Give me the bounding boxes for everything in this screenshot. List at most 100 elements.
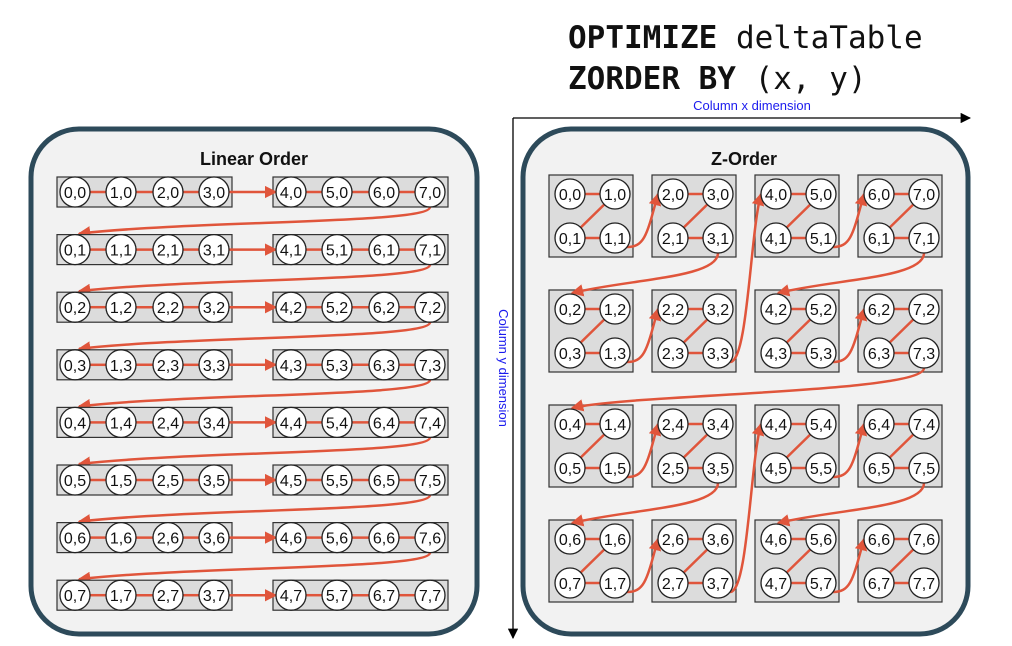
cell-7-7: [908, 567, 940, 599]
cell-5-6: [321, 521, 353, 554]
cell-label-6-6: 6,6: [373, 531, 395, 548]
cell-4-3: [760, 337, 792, 369]
cell-label-6-3: 6,3: [868, 346, 890, 363]
cell-3-0: [702, 178, 734, 210]
cell-1-1: [105, 233, 137, 266]
cell-label-4-6: 4,6: [765, 532, 787, 549]
order-arrow: [77, 494, 432, 527]
cell-0-7: [59, 579, 91, 611]
cell-label-5-3: 5,3: [326, 358, 348, 375]
cell-6-3: [863, 337, 895, 369]
cell-1-6: [105, 521, 137, 554]
cell-3-7: [702, 567, 734, 599]
zorder-title: Z-Order: [711, 149, 777, 169]
order-arrow: [77, 379, 432, 412]
order-arrow: [832, 307, 868, 364]
cell-label-1-0: 1,0: [604, 187, 626, 204]
order-link: [579, 548, 606, 574]
sql-line-zorder: ZORDER BY (x, y): [568, 61, 867, 97]
cell-3-0: [198, 176, 230, 208]
cell-0-2: [554, 293, 586, 325]
cell-label-0-4: 0,4: [559, 417, 581, 434]
sql-line-optimize: OPTIMIZE deltaTable: [568, 20, 923, 56]
cell-3-4: [702, 408, 734, 440]
cell-label-0-7: 0,7: [559, 576, 581, 593]
cell-label-2-1: 2,1: [662, 231, 684, 248]
order-arrow: [570, 367, 926, 412]
cell-0-3: [554, 337, 586, 369]
cell-label-6-4: 6,4: [373, 415, 395, 432]
cell-label-3-1: 3,1: [707, 231, 729, 248]
order-arrow: [77, 263, 432, 297]
cell-5-3: [321, 349, 353, 381]
order-arrow: [626, 422, 662, 479]
cell-label-4-1: 4,1: [280, 243, 302, 260]
cell-label-6-3: 6,3: [373, 358, 395, 375]
cell-6-6: [368, 521, 400, 554]
cell-2-7: [152, 579, 184, 611]
cell-label-2-1: 2,1: [157, 243, 179, 260]
cell-label-5-6: 5,6: [810, 532, 832, 549]
cell-label-5-7: 5,7: [810, 576, 832, 593]
cell-label-3-3: 3,3: [707, 346, 729, 363]
cell-5-6: [805, 523, 837, 555]
cell-6-2: [368, 291, 400, 323]
cell-label-1-7: 1,7: [604, 576, 626, 593]
cell-2-2: [657, 293, 689, 325]
order-link: [579, 433, 606, 459]
cell-label-3-3: 3,3: [203, 358, 225, 375]
cell-label-3-0: 3,0: [707, 187, 729, 204]
cell-label-2-0: 2,0: [662, 187, 684, 204]
cell-4-0: [760, 178, 792, 210]
cell-3-1: [198, 233, 230, 266]
cell-0-6: [554, 523, 586, 555]
cell-label-3-4: 3,4: [203, 415, 225, 432]
cell-1-1: [599, 222, 631, 254]
cell-5-0: [805, 178, 837, 210]
cell-label-7-3: 7,3: [419, 358, 441, 375]
cell-label-7-7: 7,7: [913, 576, 935, 593]
cell-label-4-0: 4,0: [765, 187, 787, 204]
cell-label-2-2: 2,2: [662, 302, 684, 319]
cell-2-7: [657, 567, 689, 599]
cell-label-0-5: 0,5: [64, 473, 86, 490]
cell-label-3-2: 3,2: [707, 302, 729, 319]
cell-7-2: [908, 293, 940, 325]
cell-7-3: [908, 337, 940, 369]
cell-7-1: [908, 222, 940, 254]
cell-1-2: [599, 293, 631, 325]
cell-label-5-5: 5,5: [810, 461, 832, 478]
cell-5-0: [321, 176, 353, 208]
cell-2-6: [152, 521, 184, 554]
cell-2-5: [657, 452, 689, 484]
cell-1-7: [105, 579, 137, 611]
cell-6-4: [863, 408, 895, 440]
cell-label-5-4: 5,4: [810, 417, 832, 434]
order-arrow: [77, 321, 432, 354]
order-link: [682, 203, 709, 229]
cell-1-2: [105, 291, 137, 323]
cell-2-0: [152, 176, 184, 208]
order-arrow: [729, 422, 765, 594]
cell-label-6-4: 6,4: [868, 417, 890, 434]
cell-label-7-4: 7,4: [913, 417, 935, 434]
cell-label-3-7: 3,7: [707, 576, 729, 593]
cell-label-7-7: 7,7: [419, 588, 441, 605]
order-link: [785, 548, 812, 574]
cell-6-0: [368, 176, 400, 208]
cell-3-1: [702, 222, 734, 254]
cell-3-6: [198, 521, 230, 554]
cell-0-7: [554, 567, 586, 599]
cell-0-1: [59, 233, 91, 266]
cell-label-6-5: 6,5: [373, 473, 395, 490]
cell-label-0-3: 0,3: [64, 358, 86, 375]
cell-7-4: [908, 408, 940, 440]
cell-label-3-1: 3,1: [203, 243, 225, 260]
cell-7-3: [414, 349, 446, 381]
cell-label-2-5: 2,5: [662, 461, 684, 478]
cell-5-7: [805, 567, 837, 599]
sql-zorder-columns: (x, y): [735, 61, 867, 97]
cell-label-6-7: 6,7: [373, 588, 395, 605]
